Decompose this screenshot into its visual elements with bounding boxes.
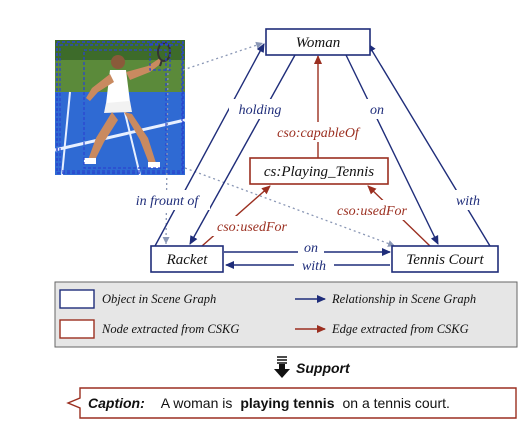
label-racket-with: with (302, 259, 326, 274)
label-used-for-racket: cso:usedFor (217, 220, 288, 235)
image-grounding-links (162, 41, 396, 247)
label-on: on (370, 103, 384, 118)
label-with-court: with (456, 194, 480, 209)
caption-suffix: on a tennis court. (342, 395, 449, 411)
node-tennis-court-label: Tennis Court (406, 252, 484, 268)
support-indicator: Support (274, 356, 351, 378)
caption-text: Caption: A woman is playing tennis on a … (88, 395, 450, 412)
caption-box: Caption: A woman is playing tennis on a … (66, 387, 517, 419)
node-playing-tennis: cs:Playing_Tennis (249, 157, 389, 185)
legend-scene-node-label: Object in Scene Graph (102, 292, 216, 306)
node-playing-tennis-label: cs:Playing_Tennis (264, 164, 374, 180)
edge-labels: holding on in frount of with cso:capable… (124, 99, 485, 274)
label-racket-on: on (304, 241, 318, 256)
legend-cskg-node-swatch (59, 319, 95, 339)
scene-graph-edges (154, 43, 491, 269)
legend: Object in Scene Graph Relationship in Sc… (54, 281, 518, 348)
legend-scene-edge-label: Relationship in Scene Graph (331, 292, 476, 306)
node-racket: Racket (150, 245, 224, 273)
edge-holding (189, 54, 296, 245)
caption-label: Caption: (88, 395, 145, 411)
node-tennis-court: Tennis Court (391, 245, 499, 273)
legend-cskg-node-label: Node extracted from CSKG (101, 322, 239, 336)
edge-on (345, 54, 439, 245)
node-racket-label: Racket (166, 252, 209, 268)
down-arrow-icon (274, 356, 290, 378)
support-label: Support (296, 360, 351, 376)
label-in-front-of: in frount of (136, 194, 201, 209)
caption-highlight: playing tennis (240, 395, 334, 411)
node-woman: Woman (265, 28, 371, 56)
label-capable-of: cso:capableOf (277, 126, 361, 141)
legend-scene-node-swatch (59, 289, 95, 309)
edge-in-front-of (154, 43, 265, 247)
node-woman-label: Woman (296, 35, 340, 51)
label-used-for-court: cso:usedFor (337, 204, 408, 219)
legend-cskg-edge-label: Edge extracted from CSKG (331, 322, 469, 336)
label-holding: holding (239, 103, 282, 118)
edge-with-court (367, 43, 491, 247)
caption-prefix: A woman is (161, 395, 233, 411)
tennis-player-image (54, 40, 186, 176)
